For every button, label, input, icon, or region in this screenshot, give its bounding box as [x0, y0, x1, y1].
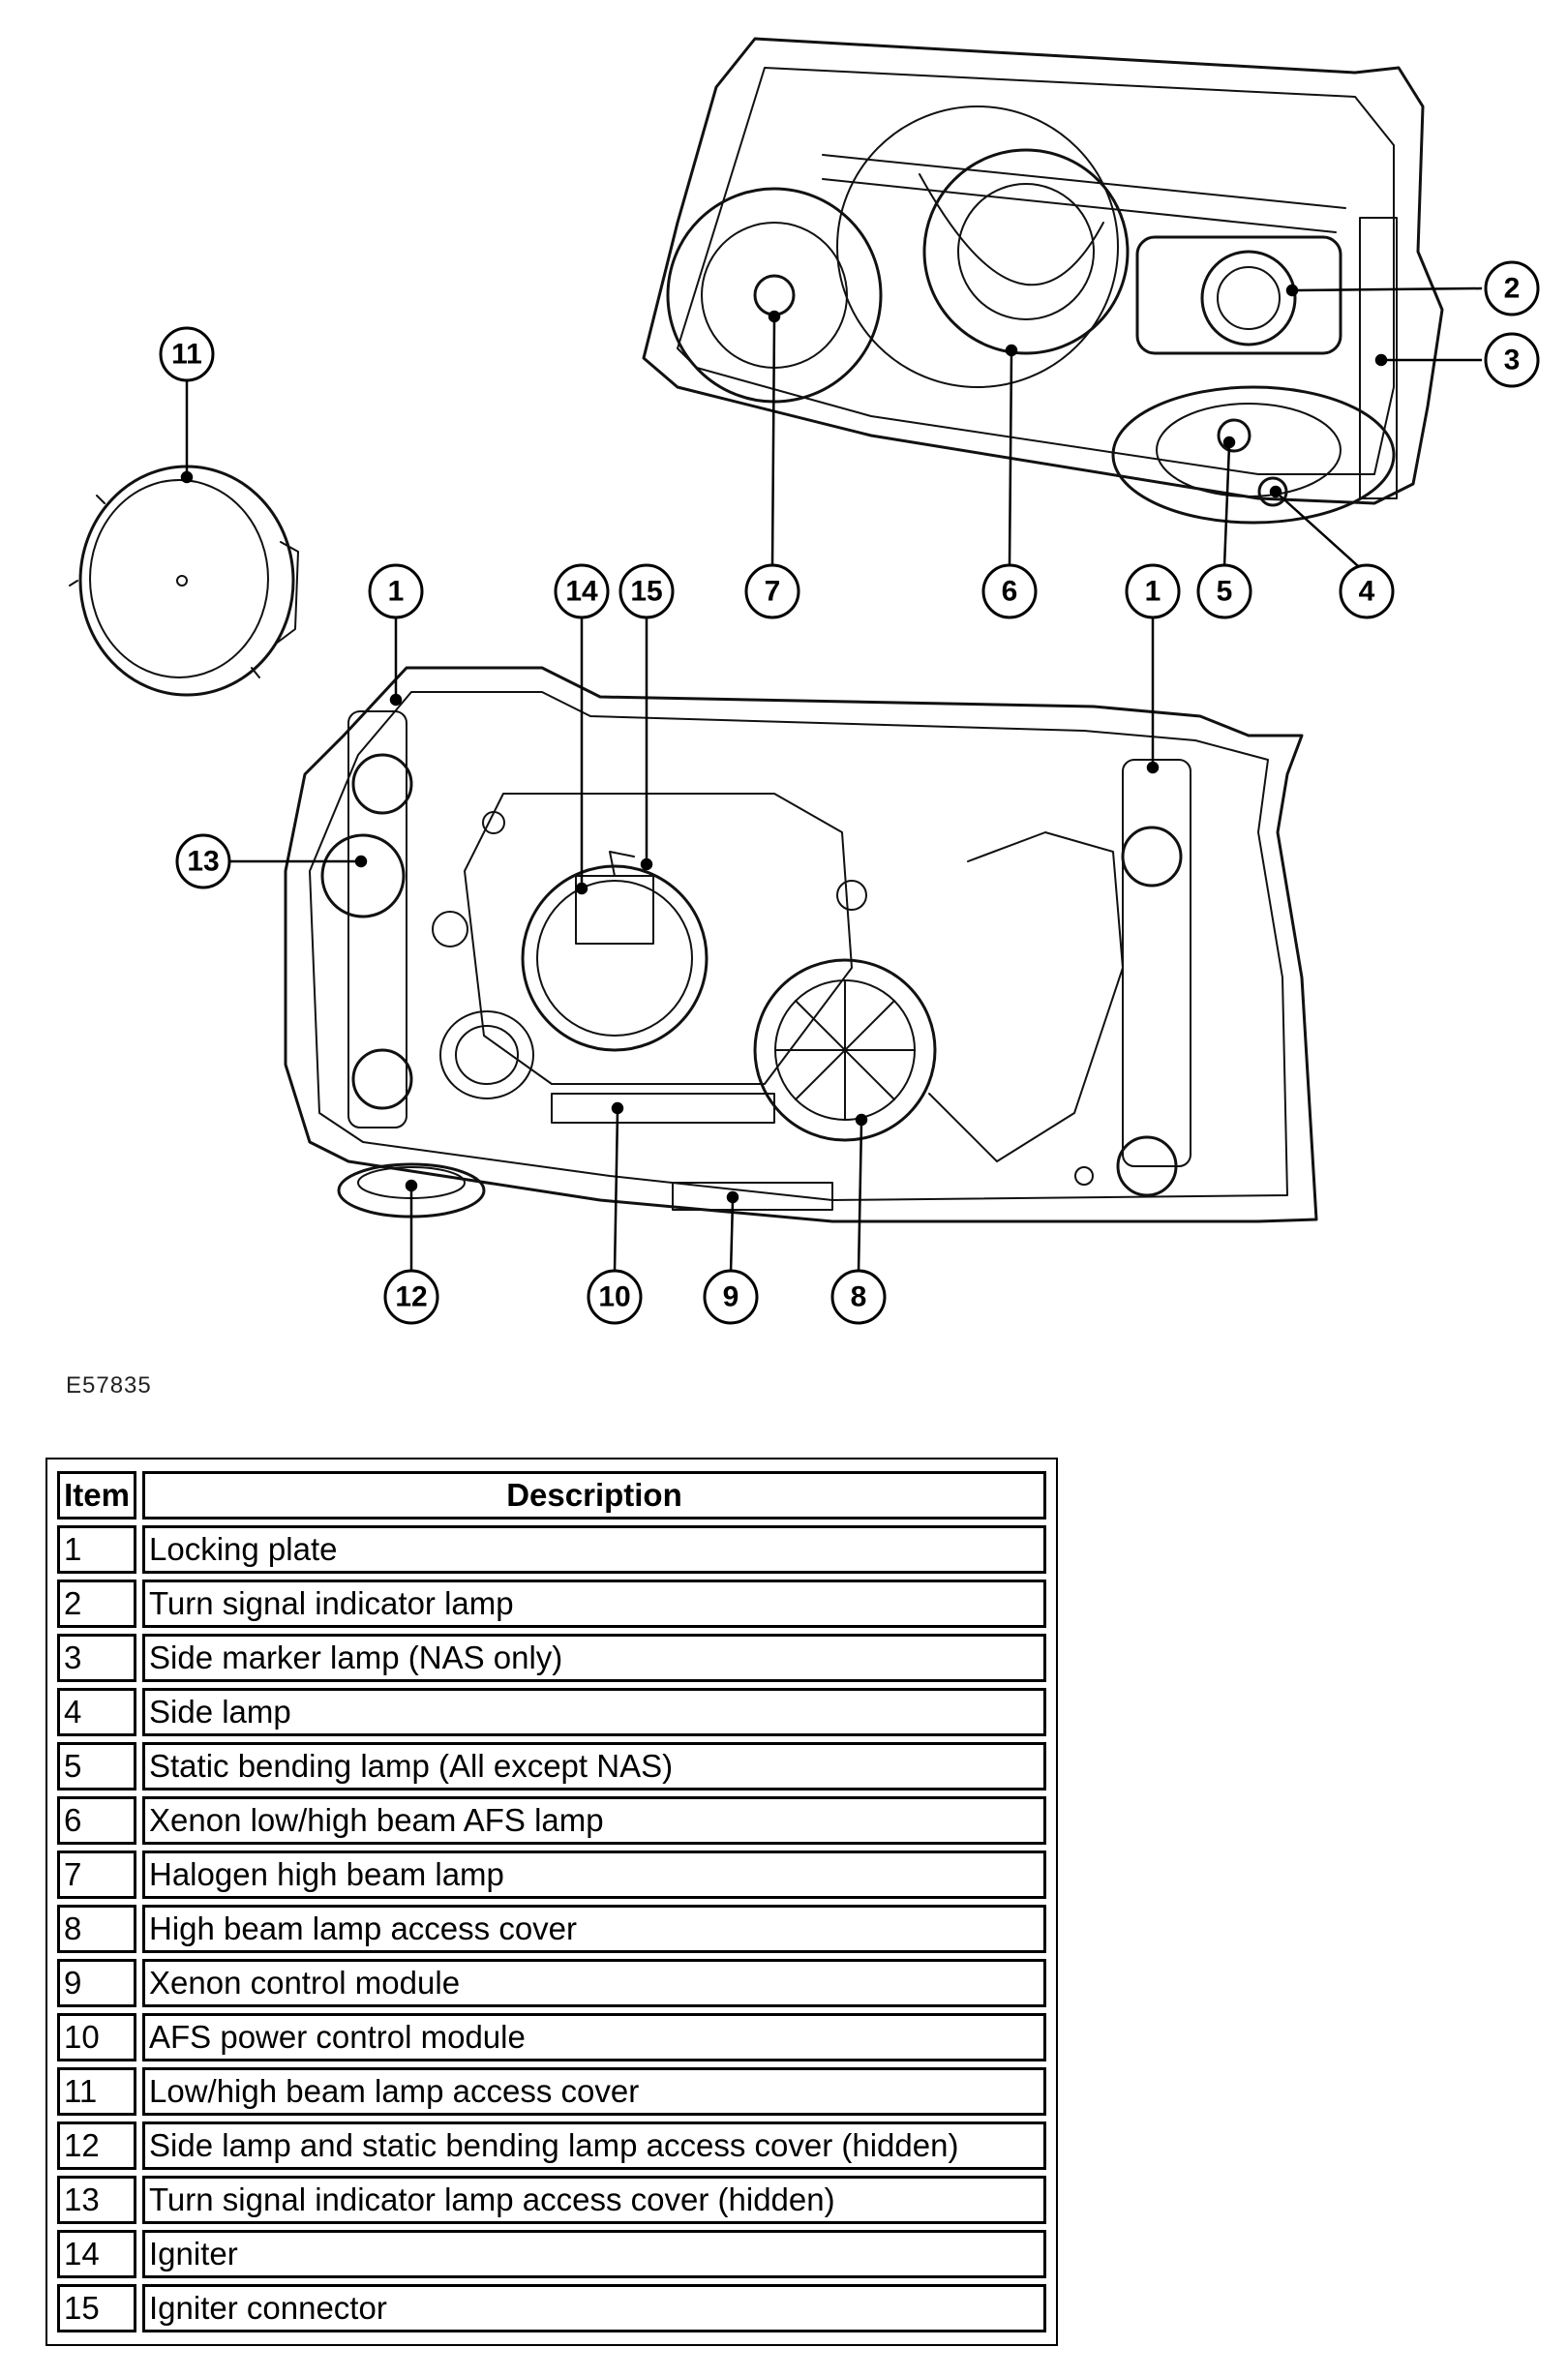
item-number: 12	[57, 2121, 136, 2170]
item-number: 11	[57, 2067, 136, 2116]
item-description: Locking plate	[142, 1525, 1046, 1574]
svg-text:11: 11	[171, 339, 202, 371]
item-description: Halogen high beam lamp	[142, 1850, 1046, 1899]
callout-9: 9	[703, 1269, 759, 1325]
item-number: 3	[57, 1634, 136, 1682]
item-number: 7	[57, 1850, 136, 1899]
item-description: Turn signal indicator lamp	[142, 1580, 1046, 1628]
svg-text:12: 12	[395, 1281, 427, 1313]
legend-header-row: Item Description	[57, 1471, 1046, 1519]
callout-2: 2	[1484, 260, 1540, 316]
callout-1-right: 1	[1125, 563, 1181, 619]
svg-text:10: 10	[598, 1281, 630, 1313]
callout-5: 5	[1196, 563, 1252, 619]
callout-13: 13	[175, 833, 231, 889]
item-number: 10	[57, 2013, 136, 2061]
item-description: Side lamp and static bending lamp access…	[142, 2121, 1046, 2170]
svg-text:1: 1	[388, 576, 405, 608]
callout-3: 3	[1484, 332, 1540, 388]
item-description: Side marker lamp (NAS only)	[142, 1634, 1046, 1682]
item-description: AFS power control module	[142, 2013, 1046, 2061]
svg-text:5: 5	[1217, 576, 1233, 608]
svg-text:2: 2	[1504, 273, 1521, 305]
item-number: 5	[57, 1742, 136, 1790]
item-description: Xenon low/high beam AFS lamp	[142, 1796, 1046, 1845]
callout-6: 6	[981, 563, 1038, 619]
header-item: Item	[57, 1471, 136, 1519]
svg-text:14: 14	[565, 576, 598, 608]
svg-text:3: 3	[1504, 345, 1521, 376]
access-cover-loose	[69, 465, 299, 697]
leader-lines	[180, 284, 1483, 1274]
item-number: 13	[57, 2176, 136, 2224]
item-number: 9	[57, 1959, 136, 2007]
figure-id: E57835	[66, 1372, 152, 1399]
header-description: Description	[142, 1471, 1046, 1519]
svg-text:9: 9	[723, 1281, 739, 1313]
svg-text:4: 4	[1359, 576, 1375, 608]
item-description: Xenon control module	[142, 1959, 1046, 2007]
svg-text:6: 6	[1002, 576, 1018, 608]
item-number: 1	[57, 1525, 136, 1574]
callout-10: 10	[587, 1269, 643, 1325]
svg-text:15: 15	[630, 576, 662, 608]
item-number: 4	[57, 1688, 136, 1736]
item-number: 15	[57, 2284, 136, 2332]
callout-8: 8	[830, 1269, 887, 1325]
callout-7: 7	[744, 563, 800, 619]
callout-1-left: 1	[368, 563, 424, 619]
item-description: Static bending lamp (All except NAS)	[142, 1742, 1046, 1790]
item-description: Turn signal indicator lamp access cover …	[142, 2176, 1046, 2224]
item-description: Igniter connector	[142, 2284, 1046, 2332]
svg-text:7: 7	[765, 576, 781, 608]
item-description: Igniter	[142, 2230, 1046, 2278]
callout-12: 12	[383, 1269, 439, 1325]
item-description: High beam lamp access cover	[142, 1905, 1046, 1953]
callout-4: 4	[1339, 563, 1395, 619]
headlamp-rear-view	[284, 666, 1318, 1223]
item-number: 8	[57, 1905, 136, 1953]
item-number: 6	[57, 1796, 136, 1845]
callout-15: 15	[618, 563, 675, 619]
svg-text:1: 1	[1145, 576, 1161, 608]
svg-text:13: 13	[187, 846, 219, 878]
item-number: 14	[57, 2230, 136, 2278]
headlamp-front-view	[642, 37, 1444, 525]
svg-text:8: 8	[851, 1281, 867, 1313]
callout-11: 11	[159, 326, 215, 382]
item-description: Side lamp	[142, 1688, 1046, 1736]
headlamp-diagram: 11 2 3 1 14 15 7 6 1 5 4 13 12 10 9 8	[69, 37, 1540, 1325]
item-number: 2	[57, 1580, 136, 1628]
callout-14: 14	[554, 563, 610, 619]
item-description: Low/high beam lamp access cover	[142, 2067, 1046, 2116]
